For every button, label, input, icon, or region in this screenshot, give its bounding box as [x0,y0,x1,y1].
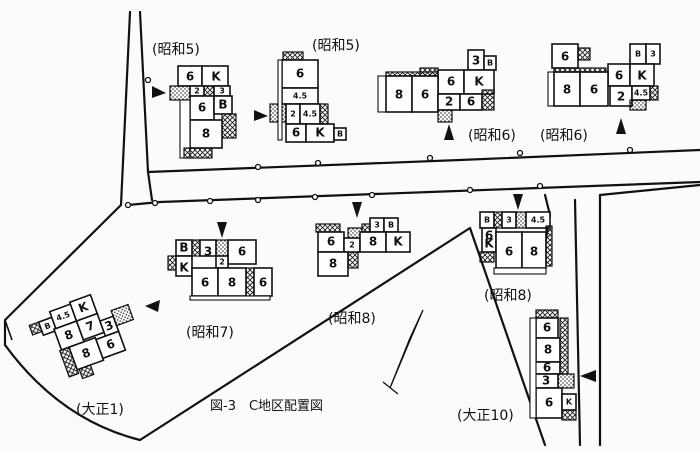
figure-title: 図-3 C地区配置図 [210,399,323,414]
room-label: 3 [204,245,212,259]
entrance-arrow-icon [254,110,268,121]
room-label: 8 [530,245,538,259]
room-label: 6 [447,75,455,89]
room-label: 8 [563,83,571,97]
room-label: 6 [485,229,493,243]
house-showa6-b: 6 B 3 6 K 8 6 2 4.5 [547,43,661,134]
north-arrow-icon [382,309,424,395]
era-label: (大正1) [76,402,124,418]
entrance-arrow-icon [513,194,523,210]
room-label: 6 [467,95,475,109]
era-label: (昭和5) [312,38,360,54]
era-label: (昭和8) [484,288,532,304]
room-label: 4.5 [303,110,318,119]
room-label: 6 [292,126,300,140]
house-showa7: B 3 6 2 K 6 8 6 [167,222,273,301]
room-label: K [315,126,325,140]
house-taisho1: B 4.5 K 7 8 3 8 6 [28,293,135,380]
entrance-arrow-icon [580,370,596,382]
room-label: 6 [505,245,513,259]
room-label: 6 [198,101,206,115]
house-showa5-b: 6 4.5 2 4.5 6 K B [254,51,347,143]
room-label: B [179,241,188,255]
house-showa8-b: B 3 4.5 6 K 6 8 [479,194,553,275]
room-label: K [484,237,494,251]
room-label: 3 [542,374,550,388]
era-label: (昭和6) [468,128,516,144]
room-label: K [474,75,484,89]
room-label: 6 [543,321,551,335]
room-label: B [487,59,493,68]
room-label: K [637,69,647,83]
boundary-posts [124,76,634,209]
room-label: 6 [186,70,194,84]
era-label: (大正10) [457,408,514,424]
room-label: 6 [561,50,569,64]
room-label: 4.5 [293,92,308,101]
entrance-arrow-icon [152,86,166,98]
entrance-arrow-icon [616,118,626,134]
room-label: B [635,50,641,59]
room-label: K [211,70,221,84]
room-label: 8 [329,257,337,271]
room-label: 3 [506,216,512,225]
room-label: 6 [615,69,623,83]
room-label: 6 [543,361,551,375]
room-label: 4.5 [531,216,546,225]
house-showa8-a: 3 B 6 2 8 K 8 [315,202,411,277]
era-label: (昭和5) [152,42,200,58]
room-label: 6 [421,88,429,102]
room-label: K [179,261,189,275]
room-label: 8 [228,276,236,290]
room-label: 6 [259,276,267,290]
road-network [3,10,700,447]
room-label: 6 [238,245,246,259]
entrance-arrow-icon [352,202,362,218]
room-label: 8 [369,235,377,249]
room-label: 2 [349,241,355,250]
entrance-arrow-icon [145,300,160,312]
room-label: 2 [445,95,453,109]
room-label: B [337,130,343,139]
room-label: B [484,216,490,225]
entrance-arrow-icon [217,222,227,238]
room-label: B [218,98,227,112]
room-label: 4.5 [634,89,649,98]
room-label: 2 [219,258,225,267]
house-showa5-a: 6 K 2 3 6 B 8 [152,65,237,159]
room-label: 6 [201,276,209,290]
room-label: 2 [194,87,200,96]
room-label: B [388,221,394,230]
room-label: 2 [290,110,296,119]
house-showa6-a: 3 B 6 K 8 6 2 6 [377,49,497,140]
room-label: K [393,235,403,249]
room-label: 6 [327,235,335,249]
room-label: 2 [617,90,625,104]
room-label: B [43,321,52,332]
era-label: (昭和7) [186,325,234,341]
room-label: 6 [545,396,553,410]
room-label: 6 [590,83,598,97]
room-label: 8 [202,127,210,141]
room-label: 6 [296,67,304,81]
room-label: 3 [472,54,480,68]
room-label: 8 [395,88,403,102]
house-taisho10: 6 8 6 3 6 K [529,309,596,421]
room-label: K [566,398,573,407]
era-label: (昭和6) [540,128,588,144]
era-label: (昭和8) [328,311,376,327]
room-label: 3 [374,221,380,230]
entrance-arrow-icon [444,124,454,140]
room-label: 3 [219,87,225,96]
room-label: 8 [544,343,552,357]
room-label: 3 [650,50,656,59]
